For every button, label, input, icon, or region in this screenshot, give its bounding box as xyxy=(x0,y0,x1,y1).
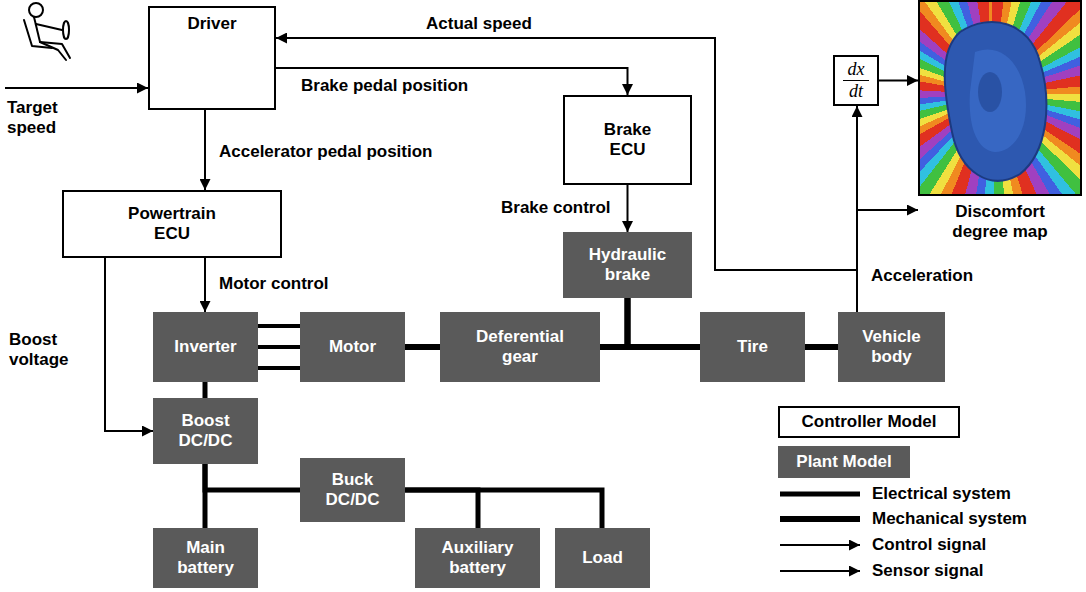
plant-box: Load xyxy=(555,528,650,588)
text-group: Main battery xyxy=(161,538,251,579)
node-label: Auxiliary battery xyxy=(428,538,528,579)
node-label: Tire xyxy=(737,337,768,357)
node-label: dt xyxy=(843,82,869,101)
text-group: Load xyxy=(582,548,623,568)
power-line xyxy=(405,490,478,528)
edge-label: Accelerator pedal position xyxy=(218,142,434,162)
figure-caption: Discomfort degree map xyxy=(935,202,1065,243)
controller-box: Driver xyxy=(148,6,276,110)
power-line xyxy=(405,347,440,348)
text-group: Deferential gear xyxy=(465,327,575,368)
power-line xyxy=(205,382,206,398)
legend-text: Electrical system xyxy=(872,484,1011,504)
signal-arrow xyxy=(879,80,918,81)
power-line xyxy=(600,298,628,347)
node-label: dx xyxy=(843,60,869,79)
fraction-bar xyxy=(843,80,869,81)
power-line xyxy=(205,464,300,490)
signal-arrow xyxy=(857,210,918,312)
text-group: Powertrain ECU xyxy=(112,204,232,245)
plant-box: Auxiliary battery xyxy=(415,528,540,588)
text-group: Hydraulic brake xyxy=(578,245,678,286)
node-label: Vehicle body xyxy=(852,327,932,368)
text-group: Boost DC/DC xyxy=(161,411,251,452)
driver-icon xyxy=(24,3,70,60)
plant-box: Buck DC/DC xyxy=(300,458,405,522)
text-group: dx dt xyxy=(843,60,869,101)
text-group: Inverter xyxy=(174,337,236,357)
edge-label: Boost voltage xyxy=(8,330,102,371)
edge-label: Actual speed xyxy=(425,14,533,34)
node-label: Buck DC/DC xyxy=(313,470,393,511)
edge-label: Acceleration xyxy=(870,266,974,286)
power-line xyxy=(805,347,838,348)
signal-arrow xyxy=(627,185,628,232)
node-label: Powertrain ECU xyxy=(112,204,232,245)
text-group: Tire xyxy=(737,337,768,357)
legend-text: Controller Model xyxy=(801,412,936,432)
text-group: Driver xyxy=(187,14,236,34)
edge-label: Motor control xyxy=(218,274,330,294)
plant-box: Main battery xyxy=(153,528,258,588)
plant-box: Inverter xyxy=(153,312,258,382)
signal-arrow xyxy=(105,258,153,431)
controller-box: Brake ECU xyxy=(563,95,692,185)
power-line xyxy=(258,326,300,368)
edge-label: Brake control xyxy=(500,198,612,218)
map-figure: Discomfort degree map xyxy=(918,0,1082,243)
signal-arrow xyxy=(205,110,206,190)
text-group: Buck DC/DC xyxy=(313,470,393,511)
legend-text: Control signal xyxy=(872,535,986,555)
node-label: Deferential gear xyxy=(465,327,575,368)
legend-text: Mechanical system xyxy=(872,509,1027,529)
plant-box: Tire xyxy=(700,312,805,382)
controller-box: Powertrain ECU xyxy=(62,190,282,258)
plant-box: Deferential gear xyxy=(440,312,600,382)
text-group: Motor xyxy=(329,337,376,357)
node-label: Boost DC/DC xyxy=(161,411,251,452)
map-frame xyxy=(918,0,1082,196)
node-label: Load xyxy=(582,548,623,568)
signal-arrow xyxy=(276,38,857,312)
derivative-box: dx dt xyxy=(833,55,879,106)
edge-label: Brake pedal position xyxy=(300,76,469,96)
plant-box: Hydraulic brake xyxy=(563,232,692,298)
node-label: Hydraulic brake xyxy=(578,245,678,286)
node-label: Main battery xyxy=(161,538,251,579)
text-group: Auxiliary battery xyxy=(428,538,528,579)
text-group: Brake ECU xyxy=(598,120,658,161)
legend-text: Plant Model xyxy=(796,452,891,472)
signal-arrow xyxy=(205,258,206,312)
legend-text: Sensor signal xyxy=(872,561,983,581)
legend-swatch: Plant Model xyxy=(778,446,910,478)
node-label: Driver xyxy=(187,14,236,34)
power-line xyxy=(628,298,701,347)
legend-swatch: Controller Model xyxy=(778,406,960,438)
plant-box: Vehicle body xyxy=(838,312,945,382)
plant-box: Boost DC/DC xyxy=(153,398,258,464)
power-line xyxy=(405,490,602,528)
legend-samples xyxy=(780,494,860,571)
target-speed-arrow xyxy=(5,87,148,89)
node-label: Motor xyxy=(329,337,376,357)
node-label: Inverter xyxy=(174,337,236,357)
plant-box: Motor xyxy=(300,312,405,382)
discomfort-map-image xyxy=(920,2,1080,194)
signal-label: Target speed xyxy=(6,98,78,139)
text-group: Vehicle body xyxy=(852,327,932,368)
node-label: Brake ECU xyxy=(598,120,658,161)
